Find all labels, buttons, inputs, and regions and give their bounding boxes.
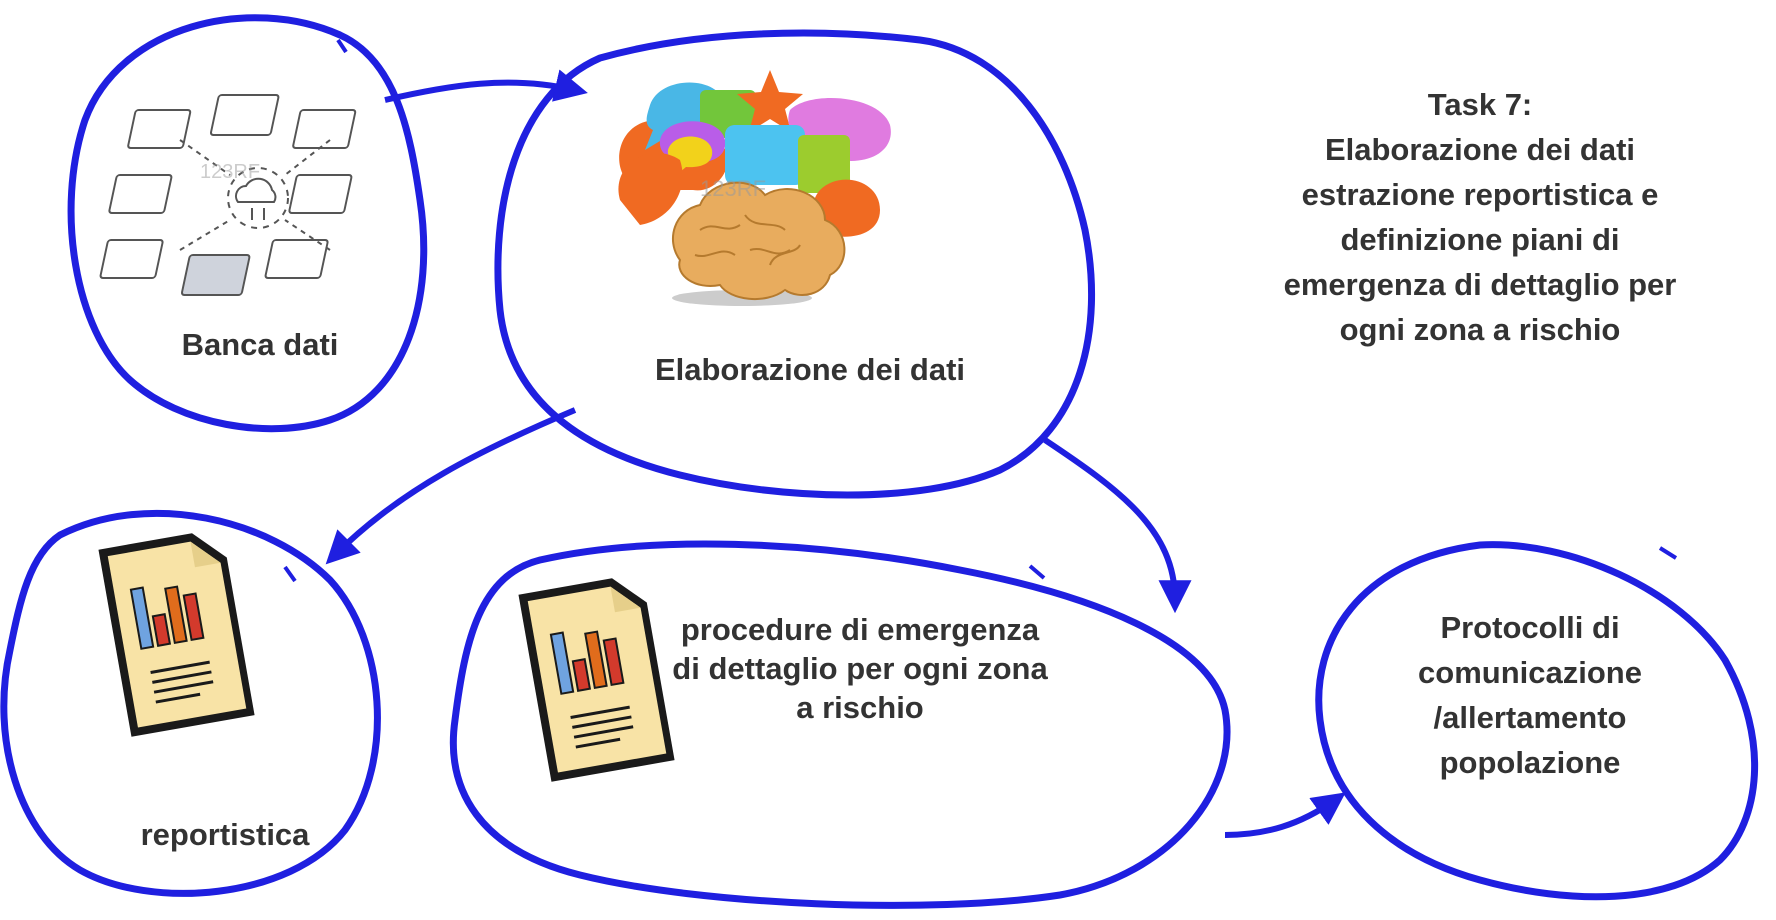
watermark-text: 123RF bbox=[200, 161, 260, 183]
database-map-icon bbox=[99, 94, 357, 296]
procedure-line: a rischio bbox=[796, 690, 924, 725]
blob-reportistica bbox=[0, 509, 381, 897]
protocolli-line: Protocolli di bbox=[1440, 610, 1620, 645]
outline-tick bbox=[1028, 564, 1046, 580]
task-line: estrazione reportistica e bbox=[1301, 177, 1659, 212]
task-description: Task 7: Elaborazione dei dati estrazione… bbox=[1220, 82, 1740, 352]
arrow-procedure-to-protocolli bbox=[1224, 792, 1346, 838]
arrow-elaborazione-to-procedure bbox=[1043, 437, 1192, 614]
procedure-line: di dettaglio per ogni zona bbox=[672, 651, 1048, 686]
blob-procedure bbox=[449, 540, 1231, 909]
arrow-elaborazione-to-reportistica bbox=[325, 407, 577, 565]
blob-protocolli bbox=[1315, 541, 1759, 901]
report-document-icon bbox=[518, 578, 675, 782]
protocolli-line: /allertamento bbox=[1433, 700, 1627, 735]
node-label-elaborazione: Elaborazione dei dati bbox=[654, 352, 966, 387]
task-line: ogni zona a rischio bbox=[1339, 312, 1621, 347]
brain-speech-bubbles-icon: 123RF bbox=[618, 70, 891, 306]
outline-tick bbox=[336, 38, 348, 54]
outline-tick bbox=[1658, 546, 1678, 560]
watermark-text: 123RF bbox=[700, 176, 766, 201]
report-document-icon bbox=[98, 533, 255, 737]
node-label-procedure: procedure di emergenza di dettaglio per … bbox=[650, 610, 1070, 727]
node-label-reportistica: reportistica bbox=[140, 817, 310, 852]
blob-elaborazione bbox=[494, 29, 1096, 499]
arrow-banca-to-elaborazione bbox=[384, 69, 588, 103]
protocolli-line: comunicazione bbox=[1418, 655, 1642, 690]
task-line: Task 7: bbox=[1427, 87, 1533, 122]
blob-banca-dati bbox=[67, 14, 428, 433]
node-label-banca-dati: Banca dati bbox=[181, 327, 339, 362]
task-line: definizione piani di bbox=[1340, 222, 1620, 257]
outline-tick bbox=[283, 565, 297, 583]
node-label-protocolli: Protocolli di comunicazione /allertament… bbox=[1380, 605, 1680, 785]
task-line: emergenza di dettaglio per bbox=[1283, 267, 1677, 302]
procedure-line: procedure di emergenza bbox=[680, 612, 1040, 647]
task-line: Elaborazione dei dati bbox=[1324, 132, 1636, 167]
protocolli-line: popolazione bbox=[1439, 745, 1621, 780]
